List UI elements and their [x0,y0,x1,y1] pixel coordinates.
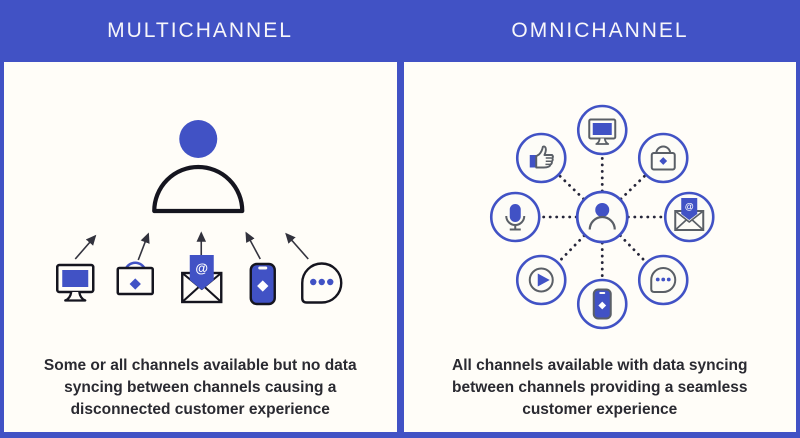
multichannel-caption: Some or all channels available but no da… [4,355,397,421]
arrow-icon [245,231,261,260]
omnichannel-panel: @ [403,62,797,432]
customer-hub-icon [575,190,629,244]
arrow-icon [137,232,150,261]
shopping-bag-icon [116,261,154,296]
microphone-icon [489,191,541,243]
arrow-icon [74,234,97,260]
panels: @ Some or all channels available bu [4,62,796,432]
email-icon: @ [663,191,715,243]
play-icon [515,254,567,306]
shopping-bag-icon [637,132,689,184]
at-symbol: @ [684,202,693,212]
multichannel-title: MULTICHANNEL [107,19,293,42]
multichannel-diagram: @ [56,120,343,306]
omnichannel-diagram: @ [489,104,715,330]
multichannel-panel: @ Some or all channels available bu [4,62,397,432]
caption-line: customer experience [522,401,678,418]
omnichannel-title: OMNICHANNEL [511,19,689,42]
at-symbol: @ [195,261,208,276]
chat-icon [637,254,689,306]
desktop-icon [56,263,95,302]
caption-line: All channels available with data syncing [452,357,748,374]
caption-line: syncing between channels causing a [64,379,337,396]
caption-line: Some or all channels available but no da… [43,357,357,374]
customer-icon [152,120,245,214]
header-bar: MULTICHANNEL OMNICHANNEL [0,0,800,62]
thumbs-up-icon [515,132,567,184]
caption-line: disconnected customer experience [70,401,330,418]
caption-line: between channels providing a seamless [452,379,748,396]
arrow-icon [285,232,309,260]
desktop-icon [576,104,628,156]
omnichannel-caption: All channels available with data syncing… [404,355,797,421]
mobile-icon [576,278,628,330]
mobile-icon [249,262,276,306]
chat-icon [301,262,343,304]
email-icon: @ [181,255,223,304]
